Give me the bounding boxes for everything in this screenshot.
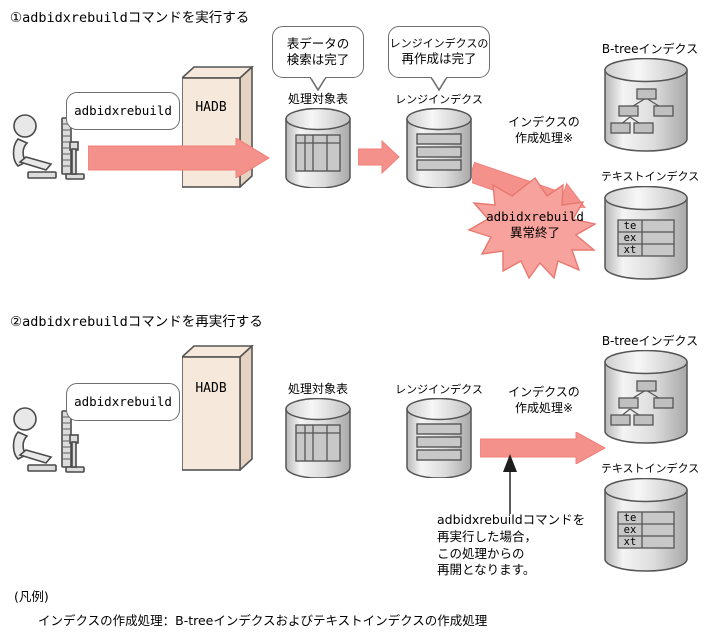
balloon-table-search-wrap-1: 表データの 検索は完了 [272, 26, 364, 91]
range-index-cylinder-1 [406, 108, 472, 188]
text-index-cells-2: te ex xt [618, 512, 642, 548]
operator-workstation-icon-2 [6, 405, 86, 477]
process-arrow-label-line: インデクスの [508, 385, 580, 399]
flow-arrow-2-index-create [479, 431, 607, 468]
btree-index-node-label-2: B-treeインデクス [601, 334, 699, 348]
flow-arrow-1-main [87, 137, 270, 182]
text-index-cell: te [623, 220, 637, 232]
restart-note-2: adbidxrebuildコマンドを 再実行した場合， この処理からの 再開とな… [437, 512, 637, 579]
restart-note-line: adbidxrebuildコマンドを [437, 512, 586, 527]
hadb-slab-1-label: HADB [195, 100, 227, 115]
burst-line: adbidxrebuild [486, 209, 584, 224]
btree-index-cylinder-2 [604, 350, 688, 444]
burst-line: 異常終了 [509, 225, 560, 241]
balloon-tail-icon [309, 77, 327, 91]
process-arrow-label-2: インデクスの 作成処理※ [489, 384, 599, 416]
balloon-line: レンジインデクスの [389, 36, 489, 50]
abnormal-end-burst-1: adbidxrebuild 異常終了 [455, 176, 615, 284]
range-index-cylinder-2 [406, 398, 472, 478]
text-index-cell: xt [623, 244, 637, 256]
restart-pointer-arrow-2 [500, 452, 520, 518]
hadb-slab-2: HADB [179, 344, 255, 472]
balloon-range-rebuild-wrap-1: レンジインデクスの 再作成は完了 [388, 26, 490, 91]
range-index-node-label-1: レンジインデクス [395, 93, 483, 106]
text-index-cylinder-1: te ex xt [604, 186, 688, 280]
balloon-range-rebuild-1: レンジインデクスの 再作成は完了 [388, 26, 490, 78]
legend-entry: インデクスの作成処理：B-treeインデクスおよびテキストインデクスの作成処理 [38, 613, 488, 628]
restart-note-line: 再開となります。 [437, 562, 536, 578]
flow-arrow-1-small [357, 139, 400, 178]
command-balloon-1-text: adbidxrebuild [74, 103, 172, 118]
text-index-cylinder-2: te ex xt [604, 478, 688, 572]
balloon-tail-icon [430, 77, 448, 91]
command-balloon-2-text: adbidxrebuild [74, 394, 172, 409]
section-1-heading: ①adbidxrebuildコマンドを実行する [10, 10, 250, 26]
restart-note-line: この処理からの [437, 545, 525, 561]
abnormal-end-burst-text-1: adbidxrebuild 異常終了 [455, 209, 615, 242]
table-node-label-1: 処理対象表 [287, 92, 348, 106]
text-index-cells-1: te ex xt [618, 220, 642, 256]
text-index-node-label-2: テキストインデクス [600, 462, 700, 475]
hadb-slab-2-label: HADB [195, 381, 227, 396]
process-arrow-label-1: インデクスの 作成処理※ [489, 114, 599, 146]
text-index-cell: xt [623, 536, 637, 548]
table-cylinder-2 [285, 398, 351, 478]
balloon-table-search-1: 表データの 検索は完了 [272, 26, 364, 78]
section-2-heading: ②adbidxrebuildコマンドを再実行する [10, 314, 263, 330]
balloon-line: 表データの [286, 36, 350, 51]
text-index-cell: te [623, 512, 637, 524]
text-index-cell: ex [623, 232, 637, 244]
table-cylinder-1 [285, 108, 351, 188]
text-index-cell: ex [623, 524, 637, 536]
operator-workstation-icon-1 [6, 112, 86, 184]
process-arrow-label-line: インデクスの [508, 115, 580, 129]
balloon-line: 再作成は完了 [401, 51, 477, 67]
table-node-label-2: 処理対象表 [287, 382, 348, 396]
legend-title: (凡例) [14, 589, 49, 604]
btree-index-node-label-1: B-treeインデクス [601, 42, 699, 56]
btree-index-cylinder-1 [604, 58, 688, 152]
process-arrow-label-line: 作成処理※ [514, 401, 574, 416]
process-arrow-label-line: 作成処理※ [514, 131, 574, 146]
range-index-node-label-2: レンジインデクス [395, 383, 483, 396]
restart-note-line: 再実行した場合， [437, 528, 538, 544]
text-index-node-label-1: テキストインデクス [600, 170, 700, 183]
balloon-line: 検索は完了 [286, 52, 350, 67]
command-balloon-1: adbidxrebuild [66, 92, 180, 130]
command-balloon-2: adbidxrebuild [66, 383, 180, 421]
